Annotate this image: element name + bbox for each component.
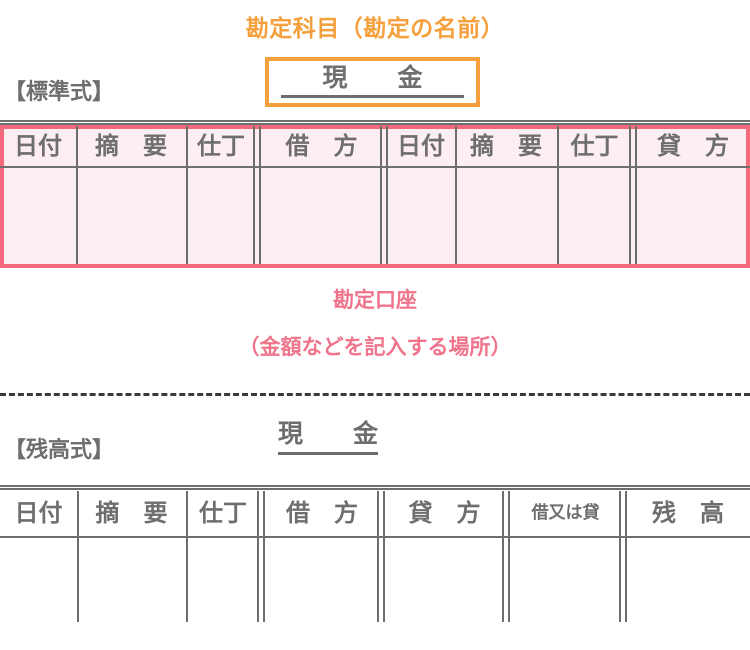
column-separator-1 [186, 491, 188, 622]
standard-ledger-table: 日付摘 要仕丁借 方日付摘 要仕丁貸 方 [0, 120, 750, 268]
column-separator-0 [77, 491, 79, 622]
column-separator-4 [455, 126, 457, 264]
column-header-1: 摘 要 [95, 132, 167, 160]
column-header-3: 借 方 [286, 499, 358, 527]
column-header-3: 借 方 [285, 132, 358, 160]
column-header-0: 日付 [14, 132, 62, 160]
column-separator-5 [619, 491, 627, 622]
account-name-balance: 現 金 [278, 419, 379, 455]
column-separator-3 [377, 491, 385, 622]
column-header-2: 仕丁 [197, 132, 245, 160]
caption-account-slot: 勘定口座 [333, 288, 417, 312]
section-divider [0, 393, 750, 396]
column-header-0: 日付 [14, 499, 63, 527]
header-bottom-rule [0, 166, 750, 168]
balance-style-label: 【残高式】 [4, 438, 115, 463]
column-separator-3 [380, 126, 388, 264]
column-separator-5 [557, 126, 559, 264]
account-title-annotation: 勘定科目（勘定の名前） [245, 16, 505, 42]
column-separator-1 [186, 126, 188, 264]
column-separator-2 [257, 491, 265, 622]
column-header-2: 仕丁 [199, 499, 247, 527]
column-header-1: 摘 要 [95, 499, 168, 527]
account-name-standard: 現 金 [281, 63, 464, 98]
account-name-underline-box: 現 金 [278, 419, 478, 455]
balance-table-top-double-rule [0, 485, 750, 490]
column-header-5: 借又は貸 [531, 503, 600, 523]
header-bottom-rule [0, 536, 750, 538]
caption-amount-entry-area: （金額などを記入する場所） [238, 335, 512, 359]
column-separator-2 [253, 126, 261, 264]
balance-ledger-grid: 日付 摘 要 仕丁 借 方 貸 方 借又は貸 残 高 [0, 485, 750, 650]
column-header-4: 日付 [397, 132, 445, 160]
column-header-7: 貸 方 [657, 132, 729, 160]
account-name-highlight-box: 現 金 [265, 57, 480, 107]
column-separator-6 [629, 126, 637, 264]
column-header-6: 残 高 [652, 499, 724, 527]
column-header-5: 摘 要 [470, 132, 542, 160]
table-top-double-rule [0, 120, 750, 125]
column-separator-0 [76, 126, 78, 264]
standard-ledger-grid: 日付摘 要仕丁借 方日付摘 要仕丁貸 方 [0, 120, 750, 268]
column-header-6: 仕丁 [570, 132, 619, 160]
column-separator-4 [502, 491, 510, 622]
column-header-4: 貸 方 [408, 499, 481, 527]
balance-ledger-table: 日付 摘 要 仕丁 借 方 貸 方 借又は貸 残 高 [0, 485, 750, 650]
ledger-pink-highlight [0, 125, 750, 268]
standard-style-label: 【標準式】 [4, 80, 115, 105]
